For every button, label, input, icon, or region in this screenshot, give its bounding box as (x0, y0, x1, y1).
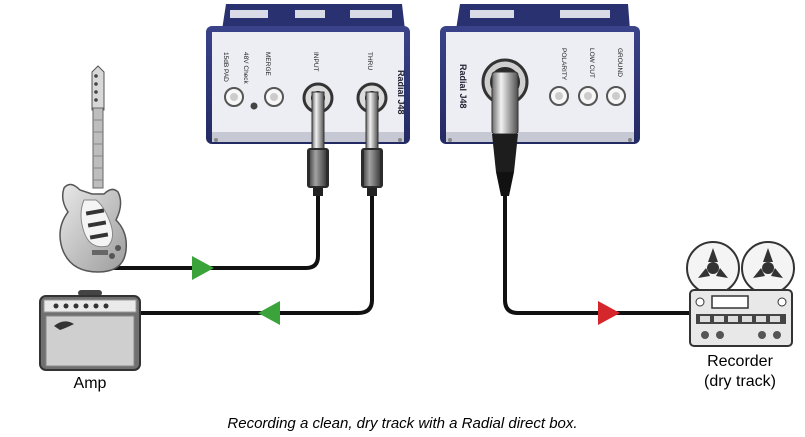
front-label-thru: THRU (366, 52, 373, 70)
xlr-plug (491, 71, 519, 196)
thru-to-amp-cable (138, 190, 374, 315)
amp-label: Amp (73, 375, 107, 392)
input-direction-arrow (192, 256, 214, 280)
rear-label-polarity: POLARITY (560, 48, 567, 81)
xlr-to-recorder-cable (503, 194, 692, 315)
guitar-to-input-cable (106, 190, 320, 270)
input-plug (307, 91, 329, 196)
front-label-48v: 48V Check (242, 52, 249, 85)
di-box-front: 15dB PAD 48V Check MERGE INPUT THRU Radi… (206, 4, 410, 144)
thru-direction-arrow (258, 301, 280, 325)
recorder-label: Recorder (dry track) (680, 352, 800, 392)
guitar-amp-icon (39, 290, 141, 371)
recorder-label-line2: (dry track) (704, 373, 776, 390)
cables (106, 190, 692, 315)
electric-guitar-icon (59, 65, 128, 273)
recorder-label-line1: Recorder (707, 353, 773, 370)
figure-caption: Recording a clean, dry track with a Radi… (227, 415, 578, 432)
reel-to-reel-recorder-icon (686, 241, 795, 347)
rear-brand-label: Radial J48 (458, 64, 468, 109)
di-box-rear: Radial J48 POLARITY LOW CUT GROUND (440, 4, 640, 144)
thru-plug (361, 91, 383, 196)
front-label-pad: 15dB PAD (222, 52, 229, 82)
front-label-merge: MERGE (264, 52, 271, 77)
rear-label-lowcut: LOW CUT (588, 48, 595, 78)
front-brand-label: Radial J48 (396, 70, 406, 115)
rear-label-ground: GROUND (616, 48, 623, 77)
led-48v (250, 102, 258, 110)
output-direction-arrow (598, 301, 620, 325)
front-label-input: INPUT (312, 52, 319, 72)
